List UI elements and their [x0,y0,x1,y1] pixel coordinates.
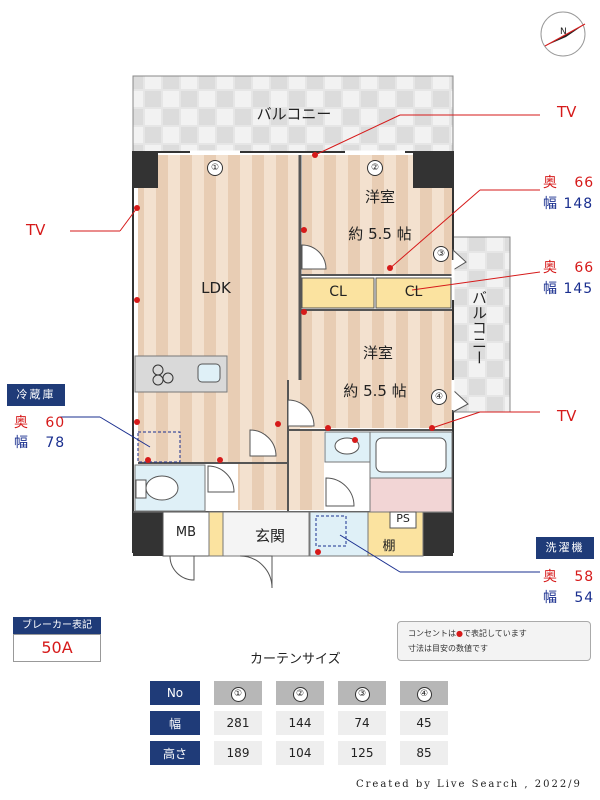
washer-depth: 奥 58 [543,569,595,585]
tv-label-ldk: TV [26,221,46,239]
window-marker-1: ① [207,160,223,176]
height-2: 104 [276,741,324,765]
outlet-note: コンセントは●で表記しています [408,629,527,638]
tv-label-room1: TV [557,103,577,121]
header-height: 高さ [150,741,200,765]
tv-label-room2: TV [557,407,577,425]
western-room-2-label: 洋室 [362,344,393,362]
closet-2-label: CL [404,284,423,300]
height-4: 85 [400,741,448,765]
washer-space [315,515,347,547]
col-2: ② [276,681,324,705]
closet-1-label: CL [329,284,347,300]
credit-text: Created by Live Search , 2022/9 [356,779,582,790]
closet-2-width: 幅 145 [543,281,594,297]
shelf-label: 棚 [382,539,396,554]
header-width: 幅 [150,711,200,735]
western-room-2-size: 約 5.5 帖 [343,382,407,400]
height-1: 189 [214,741,262,765]
width-1: 281 [214,711,262,735]
balcony-top-label: バルコニー [256,105,332,123]
entrance-label: 玄関 [254,527,285,545]
fridge-width: 幅 78 [14,435,66,451]
legend-note: コンセントは●で表記しています 寸法は目安の数値です [397,621,591,661]
window-marker-3: ③ [433,246,449,262]
col-4: ④ [400,681,448,705]
washer-width: 幅 54 [543,590,595,606]
table-row: No ① ② ③ ④ [150,681,448,705]
western-room-1-label: 洋室 [364,188,395,206]
table-row: 高さ 189 104 125 85 [150,741,448,765]
ldk-label: LDK [201,279,231,297]
width-4: 45 [400,711,448,735]
dimension-note: 寸法は目安の数値です [408,644,488,653]
svg-text:N: N [560,27,567,37]
washer-badge: 洗濯機 [536,537,594,559]
closet-1-width: 幅 148 [543,196,594,212]
mb-label: MB [175,525,197,540]
fridge-badge: 冷蔵庫 [7,384,65,406]
ps-label: PS [396,512,410,525]
curtain-table: No ① ② ③ ④ 幅 281 144 74 45 高さ 189 104 12… [136,675,462,771]
breaker-title: ブレーカー表記 [13,617,101,634]
closet-1-depth: 奥 66 [543,175,595,191]
header-no: No [150,681,200,705]
closet-2-depth: 奥 66 [543,260,595,276]
col-3: ③ [338,681,386,705]
col-1: ① [214,681,262,705]
width-3: 74 [338,711,386,735]
fridge-depth: 奥 60 [14,415,66,431]
balcony-side-label: バルコニー [470,290,488,365]
table-row: 幅 281 144 74 45 [150,711,448,735]
western-room-1-size: 約 5.5 帖 [348,225,412,243]
window-marker-2: ② [367,160,383,176]
breaker-value: 50A [13,634,101,662]
width-2: 144 [276,711,324,735]
compass-icon: N [540,11,586,57]
fridge-space [137,431,181,463]
curtain-title: カーテンサイズ [250,652,341,667]
window-marker-4: ④ [431,389,447,405]
height-3: 125 [338,741,386,765]
